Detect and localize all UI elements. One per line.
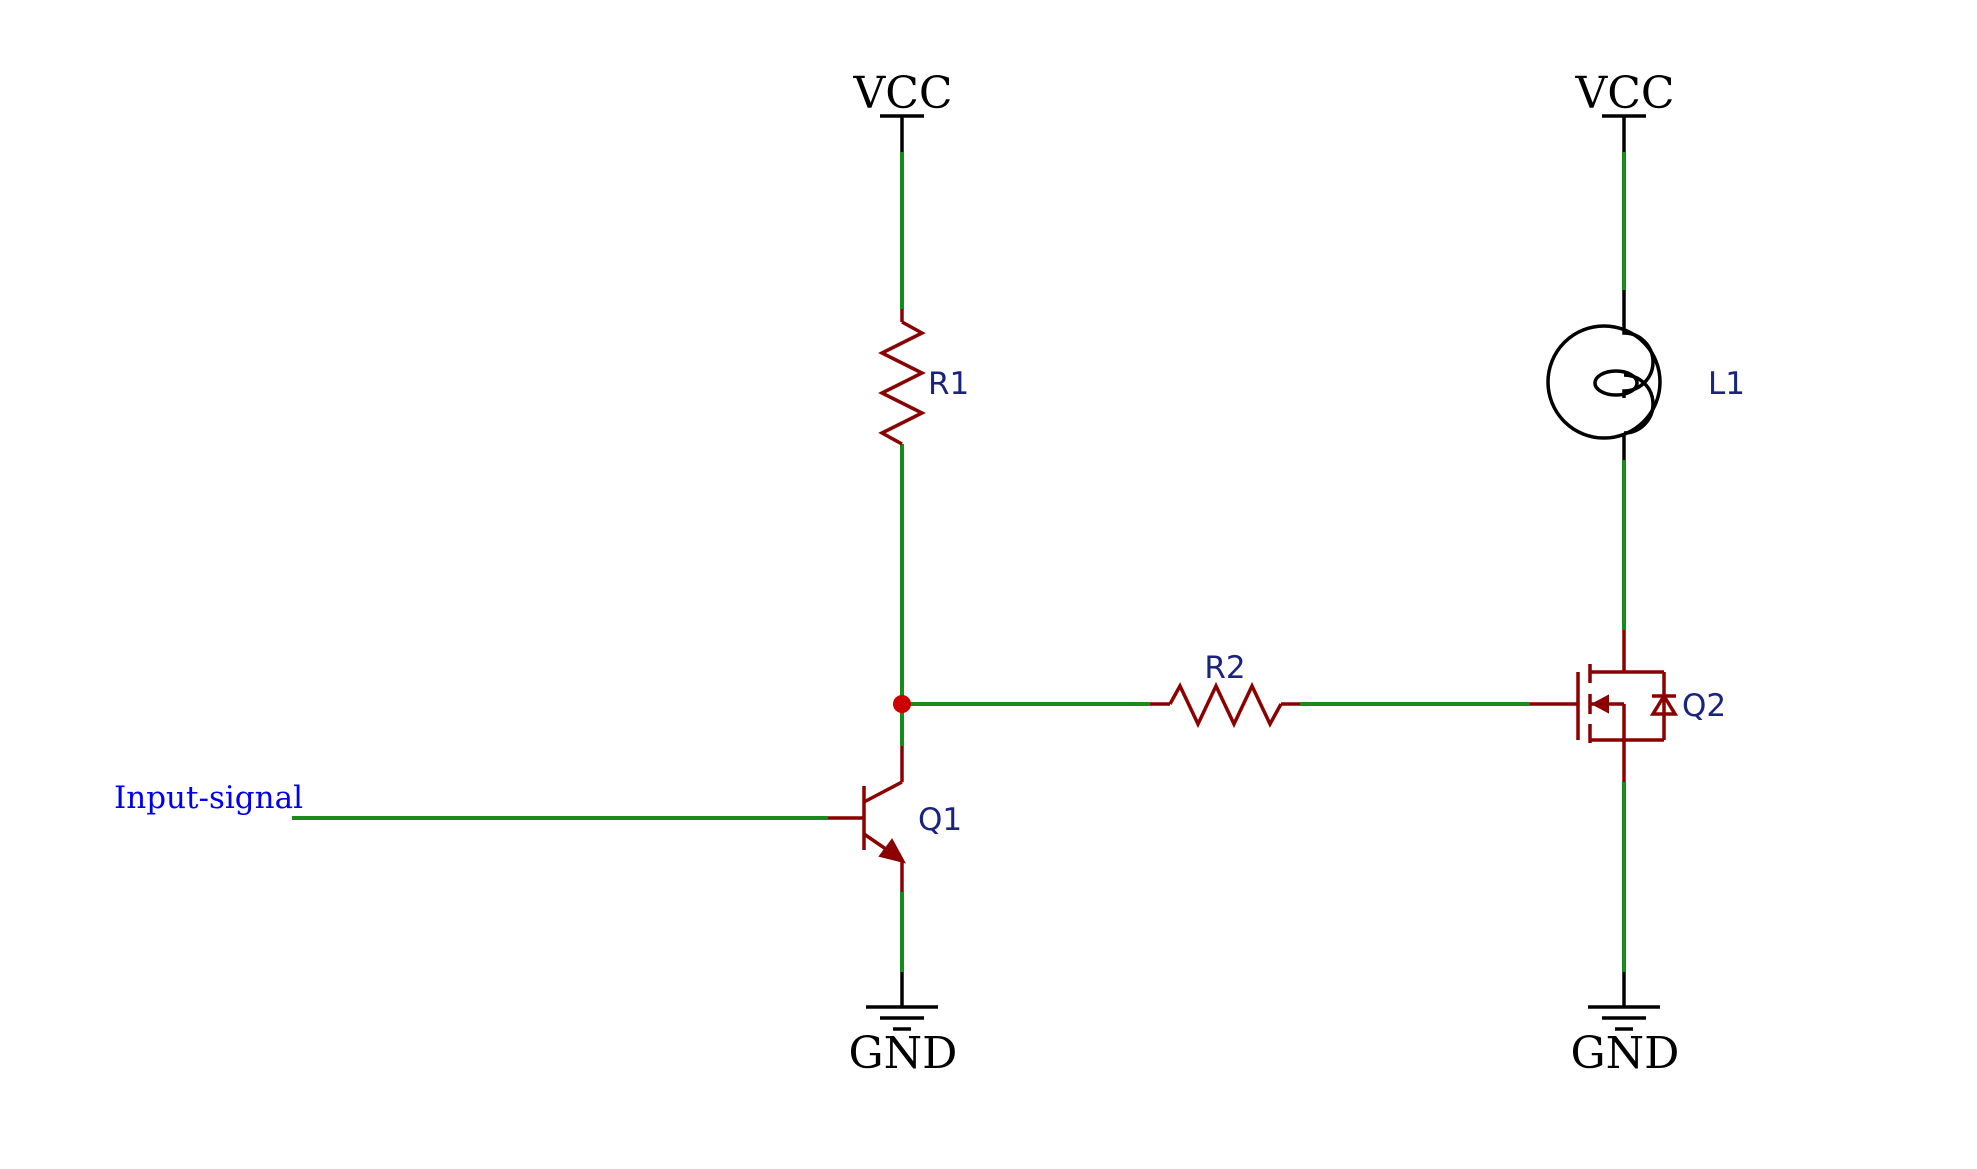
input-signal-label: Input-signal xyxy=(114,780,303,816)
mosfet-q2: Q2 xyxy=(1530,630,1726,782)
q1-label: Q1 xyxy=(918,802,962,838)
transistor-q1: Q1 xyxy=(828,746,962,892)
q2-label: Q2 xyxy=(1682,688,1726,724)
gnd-left-symbol: GND xyxy=(849,972,958,1079)
r2-label: R2 xyxy=(1204,650,1245,686)
lamp-l1: L1 xyxy=(1546,290,1745,460)
vcc-right-symbol: VCC xyxy=(1574,68,1675,152)
wires xyxy=(292,152,1626,972)
r1-label: R1 xyxy=(928,366,969,402)
gnd-right-label: GND xyxy=(1571,1028,1680,1079)
resistor-r2: R2 xyxy=(1150,650,1300,729)
resistor-r1: R1 xyxy=(878,309,969,446)
junction-dot xyxy=(893,695,911,713)
gnd-left-label: GND xyxy=(849,1028,958,1079)
vcc-left-label: VCC xyxy=(852,68,952,119)
vcc-left-symbol: VCC xyxy=(852,68,953,152)
l1-label: L1 xyxy=(1708,366,1745,402)
gnd-right-symbol: GND xyxy=(1571,972,1680,1079)
vcc-right-label: VCC xyxy=(1574,68,1674,119)
